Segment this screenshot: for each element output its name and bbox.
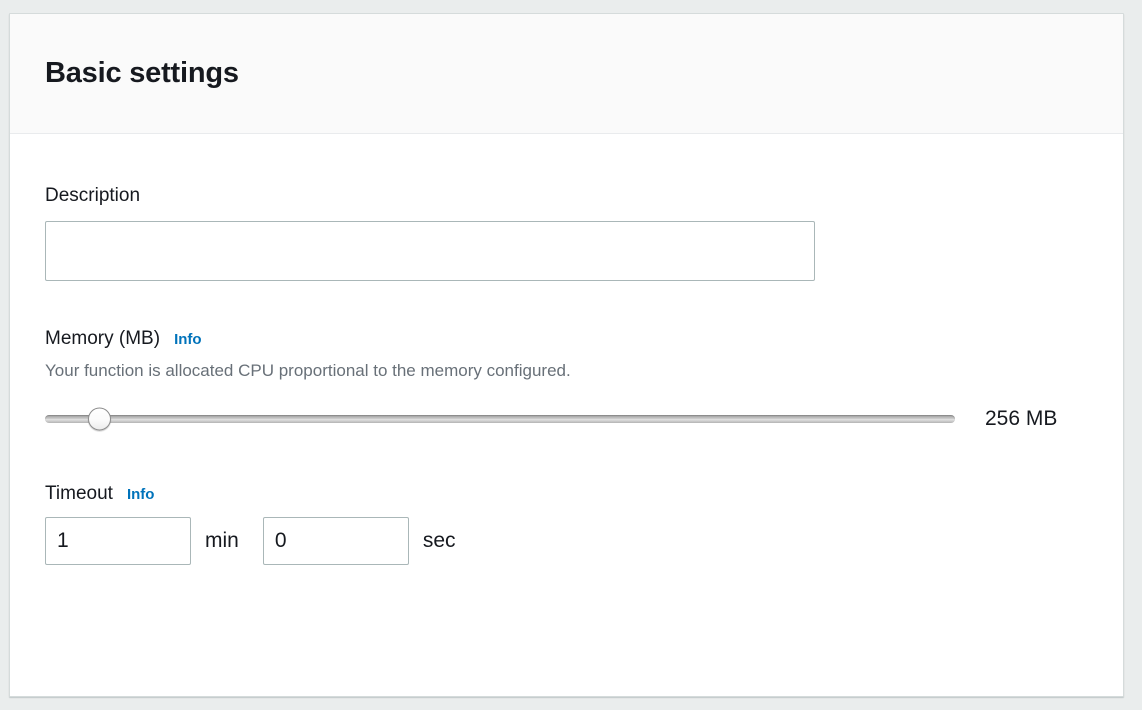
panel-header: Basic settings xyxy=(10,14,1123,134)
slider-track xyxy=(45,414,955,423)
memory-info-link[interactable]: Info xyxy=(174,330,202,348)
memory-value-label: 256 MB xyxy=(985,406,1058,430)
timeout-label-text: Timeout xyxy=(45,482,113,504)
timeout-minutes-unit: min xyxy=(205,529,239,553)
description-label: Description xyxy=(45,184,1088,208)
timeout-field-group: Timeout Info min sec xyxy=(45,482,1088,566)
slider-thumb[interactable] xyxy=(88,407,112,431)
panel-body: Description Memory (MB) Info Your functi… xyxy=(10,134,1123,566)
memory-field-group: Memory (MB) Info Your function is alloca… xyxy=(45,327,1088,434)
timeout-seconds-input[interactable] xyxy=(262,517,409,566)
memory-slider-row: 256 MB xyxy=(45,404,1088,434)
timeout-info-link[interactable]: Info xyxy=(126,485,155,503)
timeout-minutes-input[interactable] xyxy=(45,517,191,566)
timeout-seconds-unit: sec xyxy=(422,529,456,553)
memory-hint: Your function is allocated CPU proportio… xyxy=(45,360,571,380)
description-input[interactable] xyxy=(45,220,815,281)
timeout-label: Timeout Info xyxy=(45,482,1088,506)
memory-label: Memory (MB) Info xyxy=(45,327,1088,351)
timeout-inputs-row: min sec xyxy=(45,517,1088,566)
description-field-group: Description xyxy=(45,184,1088,281)
description-label-text: Description xyxy=(45,185,141,206)
page-title: Basic settings xyxy=(45,57,239,90)
basic-settings-panel: Basic settings Description Memory (MB) I… xyxy=(9,13,1124,697)
memory-label-text: Memory (MB) xyxy=(45,327,161,349)
memory-slider[interactable] xyxy=(45,407,955,431)
